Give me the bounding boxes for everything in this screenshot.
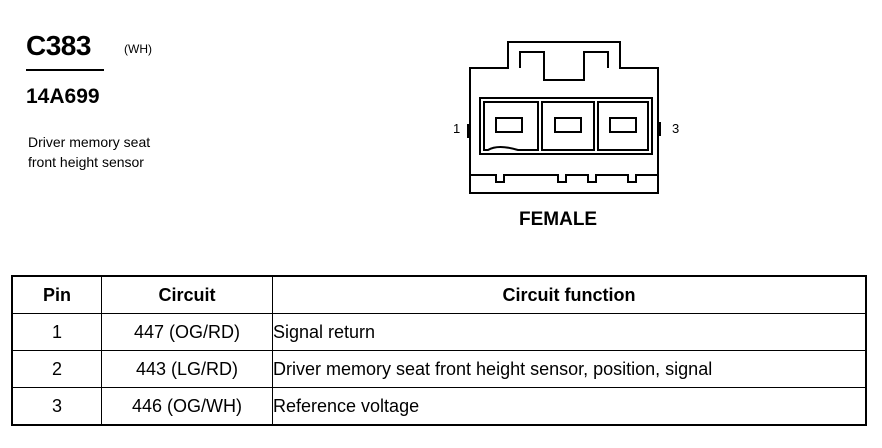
cavity-3 xyxy=(597,101,649,151)
pin-cell: 3 xyxy=(11,387,102,426)
pin-1-label: 1 xyxy=(453,121,460,136)
function-cell: Reference voltage xyxy=(272,387,867,426)
terminal-2 xyxy=(554,117,582,133)
table-row: 1 447 (OG/RD) Signal return xyxy=(11,313,867,351)
pinout-table: Pin Circuit Circuit function 1 447 (OG/R… xyxy=(11,275,867,426)
pin-3-label: 3 xyxy=(672,121,679,136)
cavity-area xyxy=(479,97,653,155)
view-label: FEMALE xyxy=(519,209,598,230)
terminal-1 xyxy=(495,117,523,133)
header-pin: Pin xyxy=(11,275,102,314)
pin-cell: 2 xyxy=(11,350,102,388)
pin-cell: 1 xyxy=(11,313,102,351)
table-row: 3 446 (OG/WH) Reference voltage xyxy=(11,387,867,426)
table-row: 2 443 (LG/RD) Driver memory seat front h… xyxy=(11,350,867,388)
circuit-cell: 446 (OG/WH) xyxy=(101,387,273,426)
circuit-cell: 447 (OG/RD) xyxy=(101,313,273,351)
cavity-1 xyxy=(483,101,539,151)
connector-housing xyxy=(469,41,659,194)
connector-face-diagram: 1 3 xyxy=(453,41,679,194)
connector-id-underline xyxy=(26,69,104,71)
circuit-cell: 443 (LG/RD) xyxy=(101,350,273,388)
bottom-rib-strip xyxy=(470,174,658,183)
connector-description-line-2: front height sensor xyxy=(28,154,144,170)
locking-tab xyxy=(519,51,609,81)
function-cell: Driver memory seat front height sensor, … xyxy=(272,350,867,388)
header-circuit: Circuit xyxy=(101,275,273,314)
connector-color: (WH) xyxy=(124,42,152,56)
header-circuit-function: Circuit function xyxy=(272,275,867,314)
terminal-3 xyxy=(609,117,637,133)
part-number: 14A699 xyxy=(26,85,100,108)
table-header-row: Pin Circuit Circuit function xyxy=(11,275,867,314)
function-cell: Signal return xyxy=(272,313,867,351)
cavity-2 xyxy=(541,101,595,151)
connector-description-line-1: Driver memory seat xyxy=(28,134,151,150)
connector-id: C383 xyxy=(26,30,91,61)
